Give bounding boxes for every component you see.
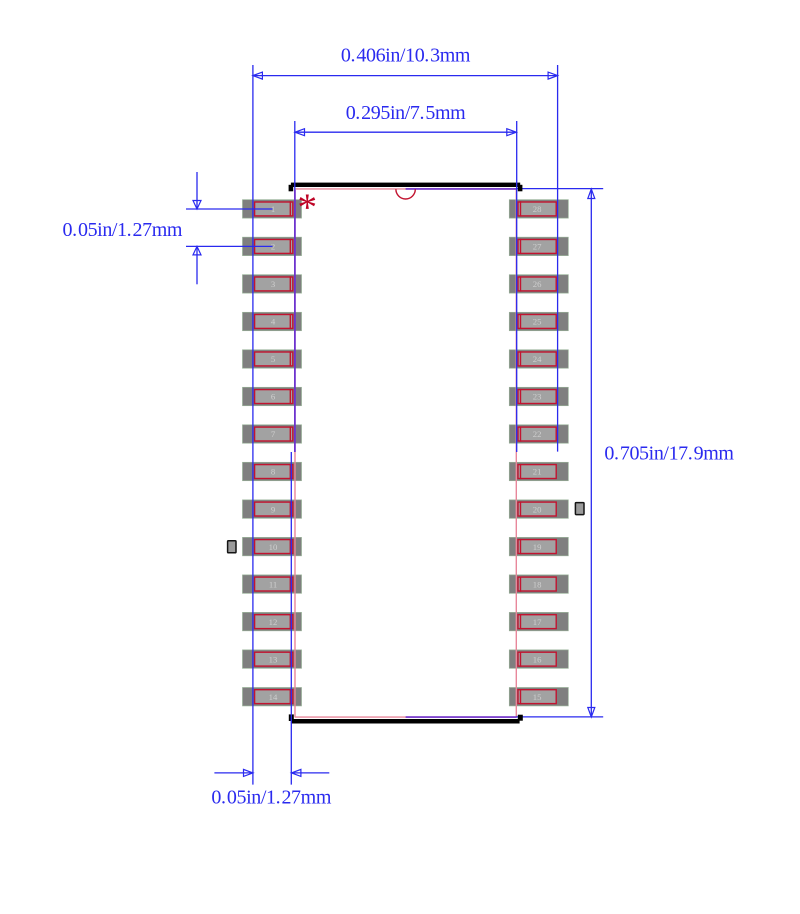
svg-text:24: 24 [533,354,542,364]
svg-text:28: 28 [533,204,542,214]
svg-text:11: 11 [269,579,277,589]
svg-text:7: 7 [271,429,276,439]
svg-text:6: 6 [271,392,276,402]
svg-text:21: 21 [533,467,542,477]
svg-text:*: * [297,185,317,229]
svg-text:4: 4 [271,317,276,327]
svg-text:0. 05in/1. 27mm: 0. 05in/1. 27mm [63,219,183,241]
svg-text:18: 18 [533,579,542,589]
svg-text:16: 16 [533,654,542,664]
svg-text:5: 5 [271,354,275,364]
svg-text:27: 27 [533,242,542,252]
svg-text:1: 1 [271,204,275,214]
svg-text:14: 14 [269,692,278,702]
svg-text:12: 12 [269,617,278,627]
svg-text:0. 406in/10. 3mm: 0. 406in/10. 3mm [341,45,471,67]
svg-text:15: 15 [533,692,542,702]
svg-text:23: 23 [533,392,542,402]
svg-text:2: 2 [271,242,275,252]
svg-text:19: 19 [533,542,542,552]
svg-text:9: 9 [271,504,275,514]
svg-text:20: 20 [533,504,542,514]
svg-text:10: 10 [269,542,278,552]
svg-text:0. 295in/7. 5mm: 0. 295in/7. 5mm [346,102,466,124]
svg-text:17: 17 [533,617,542,627]
svg-text:26: 26 [533,279,542,289]
svg-text:8: 8 [271,467,276,477]
svg-text:0. 05in/1. 27mm: 0. 05in/1. 27mm [211,787,331,809]
svg-text:13: 13 [269,654,278,664]
svg-text:0. 705in/17. 9mm: 0. 705in/17. 9mm [604,443,734,465]
svg-text:3: 3 [271,279,275,289]
svg-text:25: 25 [533,317,542,327]
svg-text:22: 22 [533,429,542,439]
